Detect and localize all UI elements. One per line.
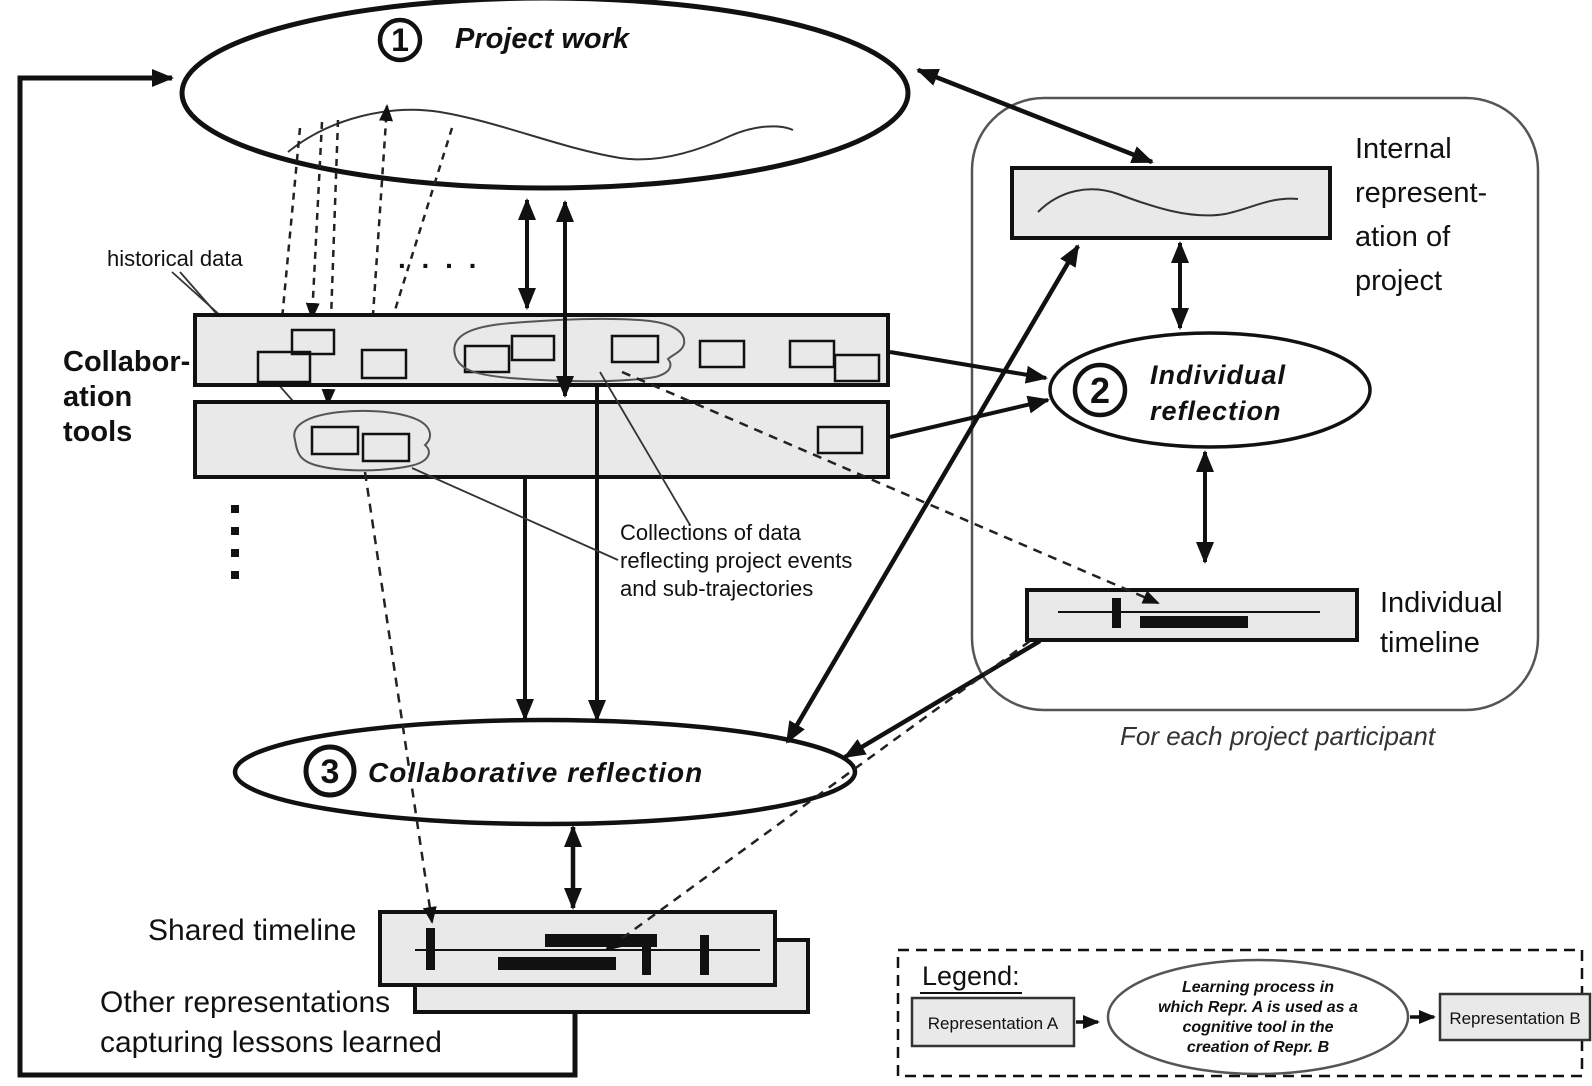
collab-tool-bar-1 bbox=[193, 313, 890, 387]
shared-timeline-tick bbox=[642, 935, 651, 975]
internal-repr-label-3: ation of bbox=[1355, 221, 1451, 253]
dashed-collection-to-indtimeline bbox=[621, 370, 1160, 605]
dashed-event-arrow-up bbox=[370, 104, 393, 331]
individual-timeline-label-1: Individual bbox=[1380, 587, 1503, 619]
collab-tools-label-2: ation bbox=[63, 381, 132, 413]
legend-repr-b-box bbox=[1438, 992, 1592, 1042]
step1-number: 1 bbox=[391, 22, 409, 58]
legend-repr-a-box bbox=[910, 996, 1076, 1048]
legend: Legend: Representation A Learning proces… bbox=[896, 948, 1592, 1078]
dashed-event-arrow bbox=[305, 121, 324, 320]
individual-timeline-box bbox=[1025, 588, 1359, 642]
collections-label-2: reflecting project events bbox=[620, 548, 852, 573]
legend-process-line-1: Learning process in bbox=[1182, 979, 1334, 996]
shared-timeline-box bbox=[378, 910, 777, 987]
shared-timeline-label: Shared timeline bbox=[148, 914, 356, 947]
ellipsis-horizontal: . . . . bbox=[398, 243, 480, 274]
arrow-projectwork-internalrepr-both bbox=[916, 67, 1154, 165]
data-collection-blob-1 bbox=[453, 317, 686, 383]
other-repr-label-2: capturing lessons learned bbox=[100, 1026, 442, 1059]
individual-reflection-label-1: Individual bbox=[1150, 360, 1286, 390]
historical-data-label: historical data bbox=[107, 246, 244, 271]
legend-repr-a-label: Representation A bbox=[928, 1014, 1059, 1033]
internal-repr-label-1: Internal bbox=[1355, 133, 1452, 165]
dashed-event-arrow bbox=[382, 127, 454, 344]
step3-number: 3 bbox=[321, 753, 340, 791]
legend-process-line-3: cognitive tool in the bbox=[1182, 1019, 1333, 1036]
collections-callout bbox=[599, 371, 691, 526]
data-collection-blob-2 bbox=[293, 409, 431, 472]
collaborative-reflection-label: Collaborative reflection bbox=[368, 757, 703, 788]
project-work-ellipse bbox=[179, 0, 911, 191]
other-repr-label-1: Other representations bbox=[100, 986, 390, 1019]
internal-repr-label-2: represent- bbox=[1355, 177, 1487, 209]
dashed-event-arrow bbox=[275, 127, 302, 332]
collections-callout bbox=[411, 467, 619, 561]
individual-timeline-tick bbox=[1112, 598, 1121, 628]
legend-process-line-2: which Repr. A is used as a bbox=[1158, 999, 1358, 1016]
legend-title: Legend: bbox=[922, 961, 1020, 991]
dashed-collection-to-sharedtimeline bbox=[363, 471, 437, 924]
legend-process-ellipse bbox=[1106, 958, 1410, 1076]
legend-process-line-4: creation of Repr. B bbox=[1187, 1039, 1329, 1056]
internal-representation-box bbox=[1010, 166, 1332, 240]
ellipsis-vertical bbox=[231, 505, 239, 579]
legend-repr-b-label: Representation B bbox=[1449, 1009, 1580, 1028]
collaborative-reflection-ellipse bbox=[232, 717, 858, 827]
step1-badge bbox=[377, 17, 423, 63]
collections-label-1: Collections of data bbox=[620, 520, 802, 545]
individual-reflection-label-2: reflection bbox=[1150, 396, 1282, 426]
collab-tool-bar-2 bbox=[193, 400, 890, 479]
internal-representation-wave bbox=[1037, 188, 1299, 217]
step2-number: 2 bbox=[1090, 370, 1110, 411]
collab-tools-label-1: Collabor- bbox=[63, 346, 190, 378]
project-work-label: Project work bbox=[455, 23, 631, 55]
shared-timeline-tick bbox=[700, 935, 709, 975]
internal-repr-label-4: project bbox=[1355, 265, 1442, 297]
collab-tools-label-3: tools bbox=[63, 416, 132, 448]
shared-timeline-tick bbox=[426, 928, 435, 970]
arrow-indtimeline-collabreflection bbox=[843, 639, 1042, 759]
individual-timeline-label-2: timeline bbox=[1380, 627, 1480, 659]
shared-timeline-span-bottom bbox=[498, 957, 616, 970]
feedback-loop-line bbox=[17, 69, 578, 1078]
step3-badge bbox=[303, 744, 357, 798]
individual-timeline-span bbox=[1140, 616, 1248, 628]
collections-label-3: and sub-trajectories bbox=[620, 576, 813, 601]
for-each-participant-label: For each project participant bbox=[1120, 721, 1437, 751]
arrow-collabreflection-internalrepr-both bbox=[785, 244, 1080, 744]
shared-timeline-span-top bbox=[545, 934, 657, 947]
dashed-indtimeline-to-sharedtimeline bbox=[604, 639, 1031, 952]
